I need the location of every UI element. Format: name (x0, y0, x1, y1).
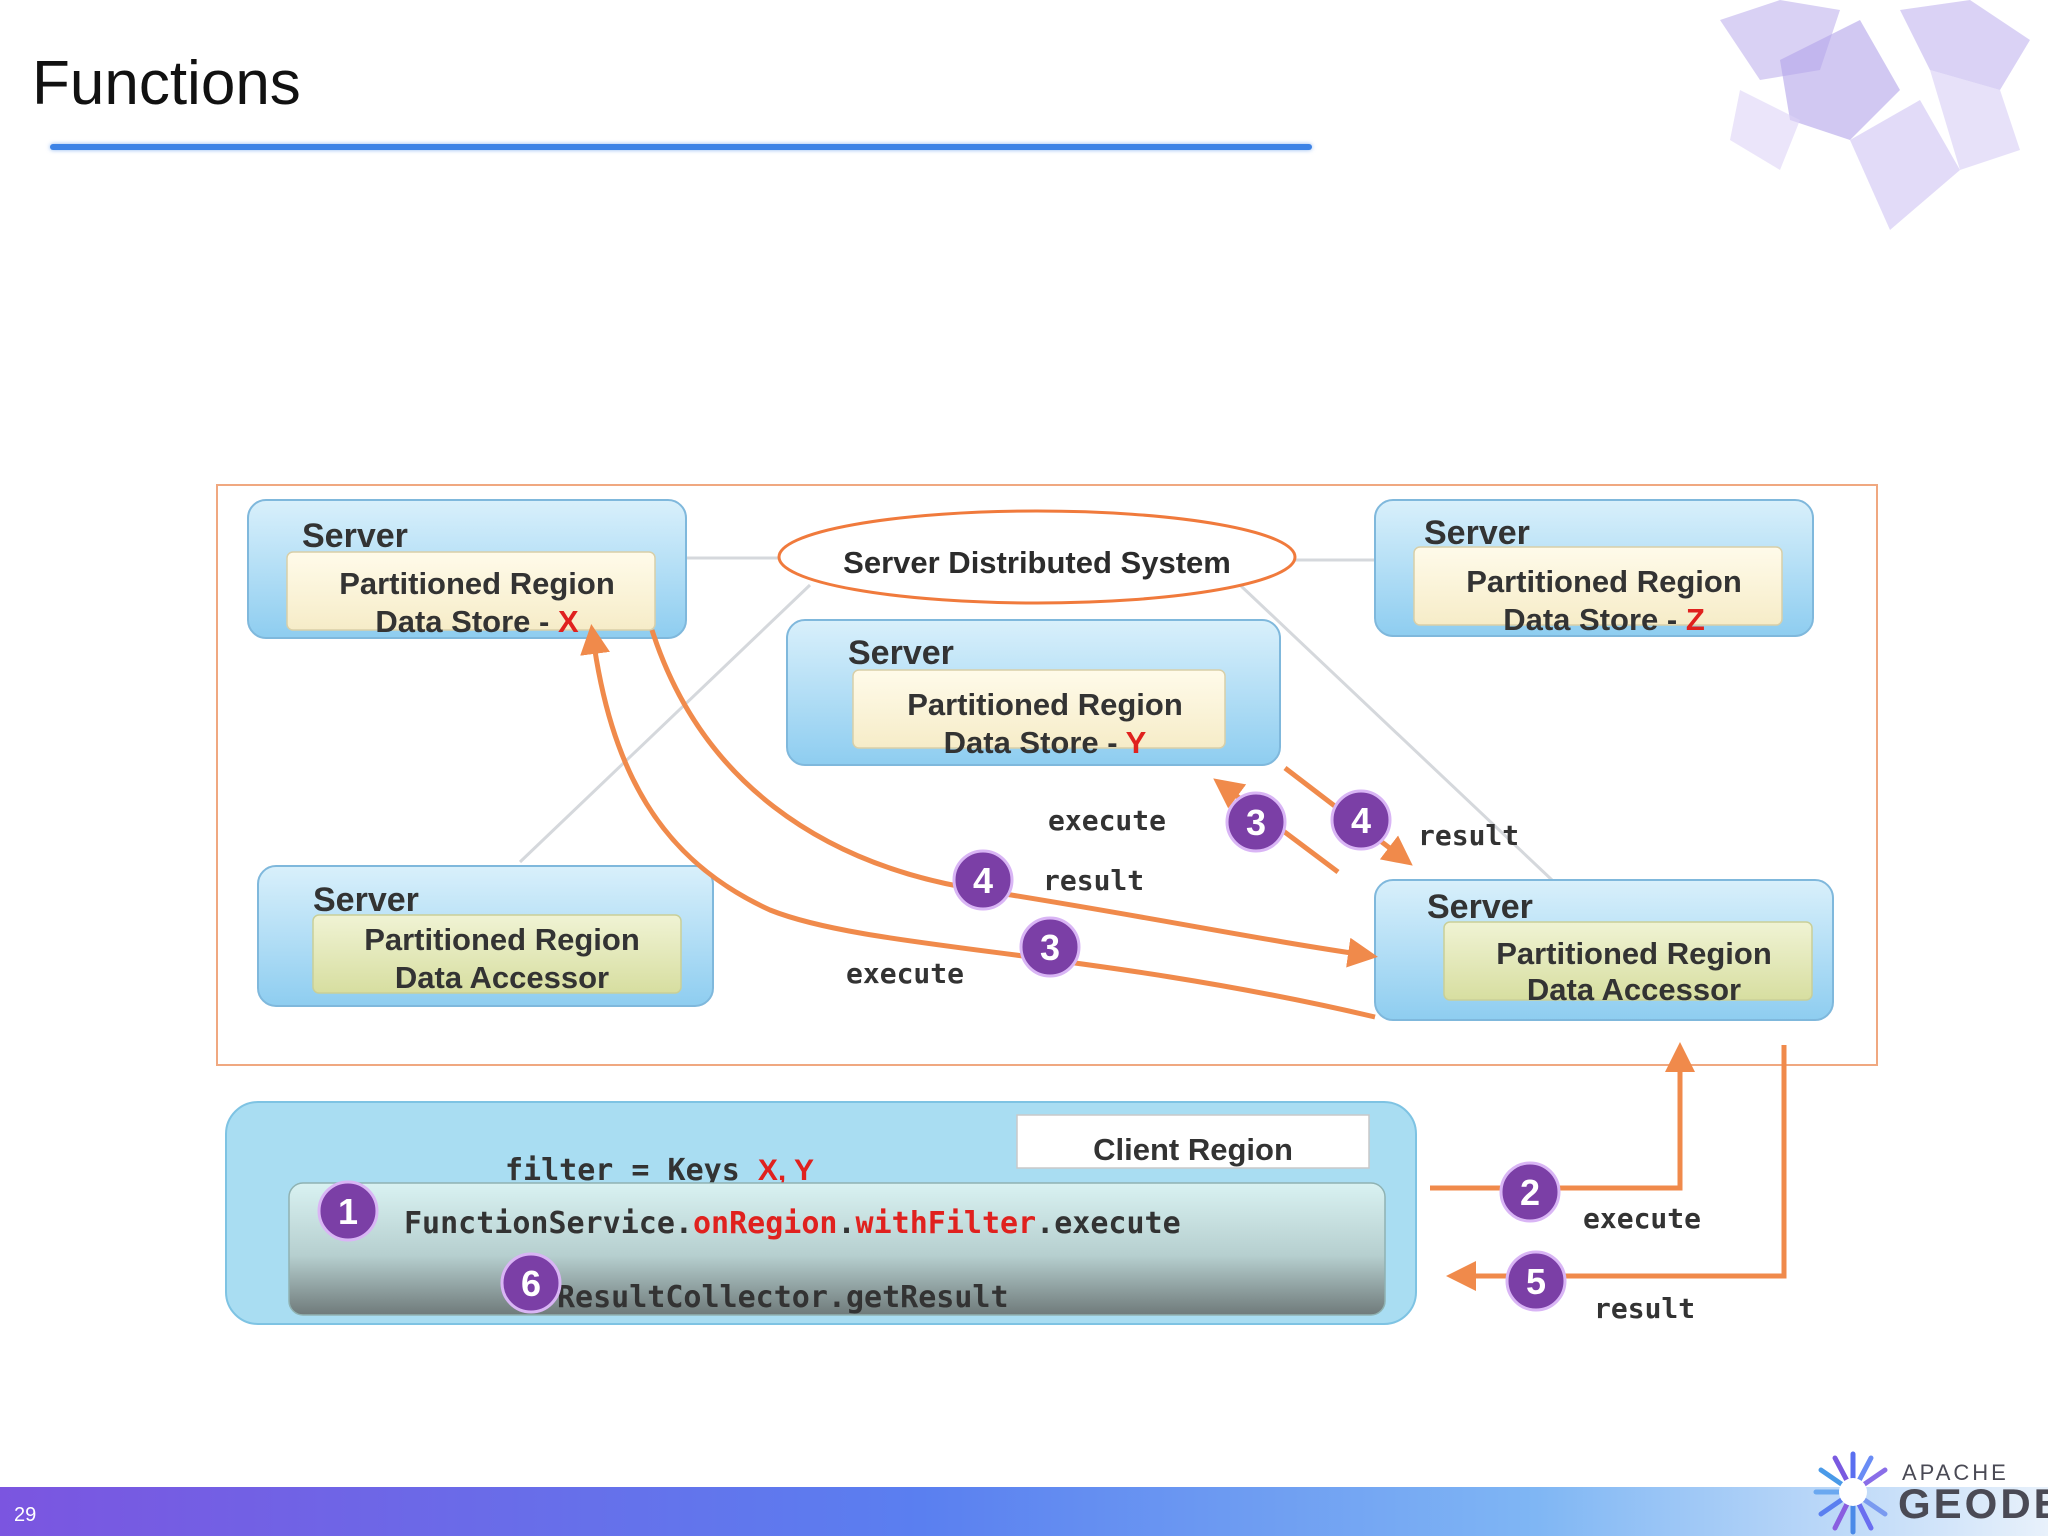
arrow-client-result (1446, 1045, 1787, 1291)
region-role: Data Accessor (395, 960, 609, 995)
footer-bar (0, 1487, 2048, 1536)
region-role: Data Accessor (1527, 972, 1741, 1007)
server-datastore-y: Server Partitioned Region Data Store - Y (786, 619, 1281, 766)
step-badge-5: 5 (1505, 1250, 1567, 1312)
arrow-client-execute (1430, 1042, 1695, 1191)
code-on-region: onRegion (693, 1206, 838, 1241)
region-role: Data Store - (944, 725, 1126, 760)
server-title: Server (848, 634, 954, 672)
svg-text:4: 4 (973, 860, 993, 901)
distributed-system-label: Server Distributed System (843, 545, 1231, 580)
distributed-system-ellipse (777, 509, 1297, 605)
code-class: FunctionService. (404, 1206, 693, 1241)
step-badge-2: 2 (1499, 1161, 1561, 1223)
title-underline (50, 144, 1312, 150)
server-title: Server (302, 517, 408, 555)
svg-text:4: 4 (1351, 800, 1371, 841)
region-type: Partitioned Region (1496, 936, 1772, 971)
step-badge-4-x: 4 (952, 849, 1014, 911)
client-region-box (1016, 1114, 1370, 1169)
svg-text:3: 3 (1246, 802, 1266, 843)
slide-title: Functions (32, 49, 301, 118)
svg-text:Data Store - X: Data Store - X (375, 604, 579, 639)
label-result-x: result (1043, 864, 1144, 897)
crystal-decoration-icon (1720, 0, 2030, 230)
cluster-connector-lines (518, 556, 1554, 882)
svg-text:2: 2 (1520, 1172, 1540, 1213)
svg-text:Data Store - Z: Data Store - Z (1503, 602, 1705, 637)
store-tag: Z (1686, 602, 1705, 637)
logo-text-apache: APACHE (1902, 1460, 2009, 1485)
svg-text:6: 6 (521, 1263, 541, 1304)
svg-text:1: 1 (338, 1191, 358, 1232)
region-type: Partitioned Region (1466, 564, 1742, 599)
filter-keys: X, Y (758, 1154, 814, 1187)
client-app: Client Region filter = Keys X, Y Functio… (225, 1101, 1417, 1325)
logo-text-geode: GEODE (1898, 1480, 2048, 1527)
client-region-label: Client Region (1093, 1132, 1293, 1167)
apache-geode-logo-icon (1813, 1451, 1888, 1535)
filter-expression: filter = Keys (505, 1153, 758, 1188)
step-badge-3-y: 3 (1225, 791, 1287, 853)
label-execute-client: execute (1583, 1202, 1701, 1235)
server-title: Server (313, 881, 419, 919)
step-badge-1: 1 (317, 1180, 379, 1242)
label-execute-x: execute (846, 957, 964, 990)
code-panel (288, 1182, 1386, 1316)
step-badge-3-x: 3 (1019, 916, 1081, 978)
svg-text:5: 5 (1526, 1261, 1546, 1302)
step-badges: 1 2 3 3 4 4 5 6 (317, 789, 1567, 1314)
code-result-call: ResultCollector.getResult (557, 1280, 1009, 1315)
page-number: 29 (14, 1504, 37, 1526)
server-datastore-x: Server Partitioned Region Data Store - X (247, 499, 687, 639)
step-badge-4-y: 4 (1330, 789, 1392, 851)
server-datastore-z: Server Partitioned Region Data Store - Z (1374, 499, 1814, 637)
region-role: Data Store - (1503, 602, 1686, 637)
svg-text:filter = Keys X, Y: filter = Keys X, Y (505, 1153, 814, 1188)
svg-text:3: 3 (1040, 927, 1060, 968)
label-result-y: result (1418, 819, 1519, 852)
svg-text:FunctionService.onRegion.withF: FunctionService.onRegion.withFilter.exec… (404, 1206, 1181, 1241)
server-title: Server (1424, 514, 1530, 552)
store-tag: Y (1126, 725, 1147, 760)
label-result-client: result (1594, 1292, 1695, 1325)
region-type: Partitioned Region (364, 922, 640, 957)
svg-text:Data Store - Y: Data Store - Y (944, 725, 1147, 760)
arrow-execute-to-x (580, 624, 1376, 1020)
label-execute-y: execute (1048, 804, 1166, 837)
step-badge-6: 6 (500, 1252, 562, 1314)
region-type: Partitioned Region (907, 687, 1183, 722)
code-dot: . (837, 1206, 855, 1241)
server-title: Server (1427, 888, 1533, 926)
server-accessor-right: Server Partitioned Region Data Accessor (1374, 879, 1834, 1021)
server-accessor-left: Server Partitioned Region Data Accessor (257, 865, 714, 1007)
region-type: Partitioned Region (339, 566, 615, 601)
store-tag: X (558, 604, 579, 639)
code-execute: .execute (1036, 1206, 1181, 1241)
code-with-filter: withFilter (856, 1206, 1037, 1241)
region-role: Data Store - (375, 604, 558, 639)
